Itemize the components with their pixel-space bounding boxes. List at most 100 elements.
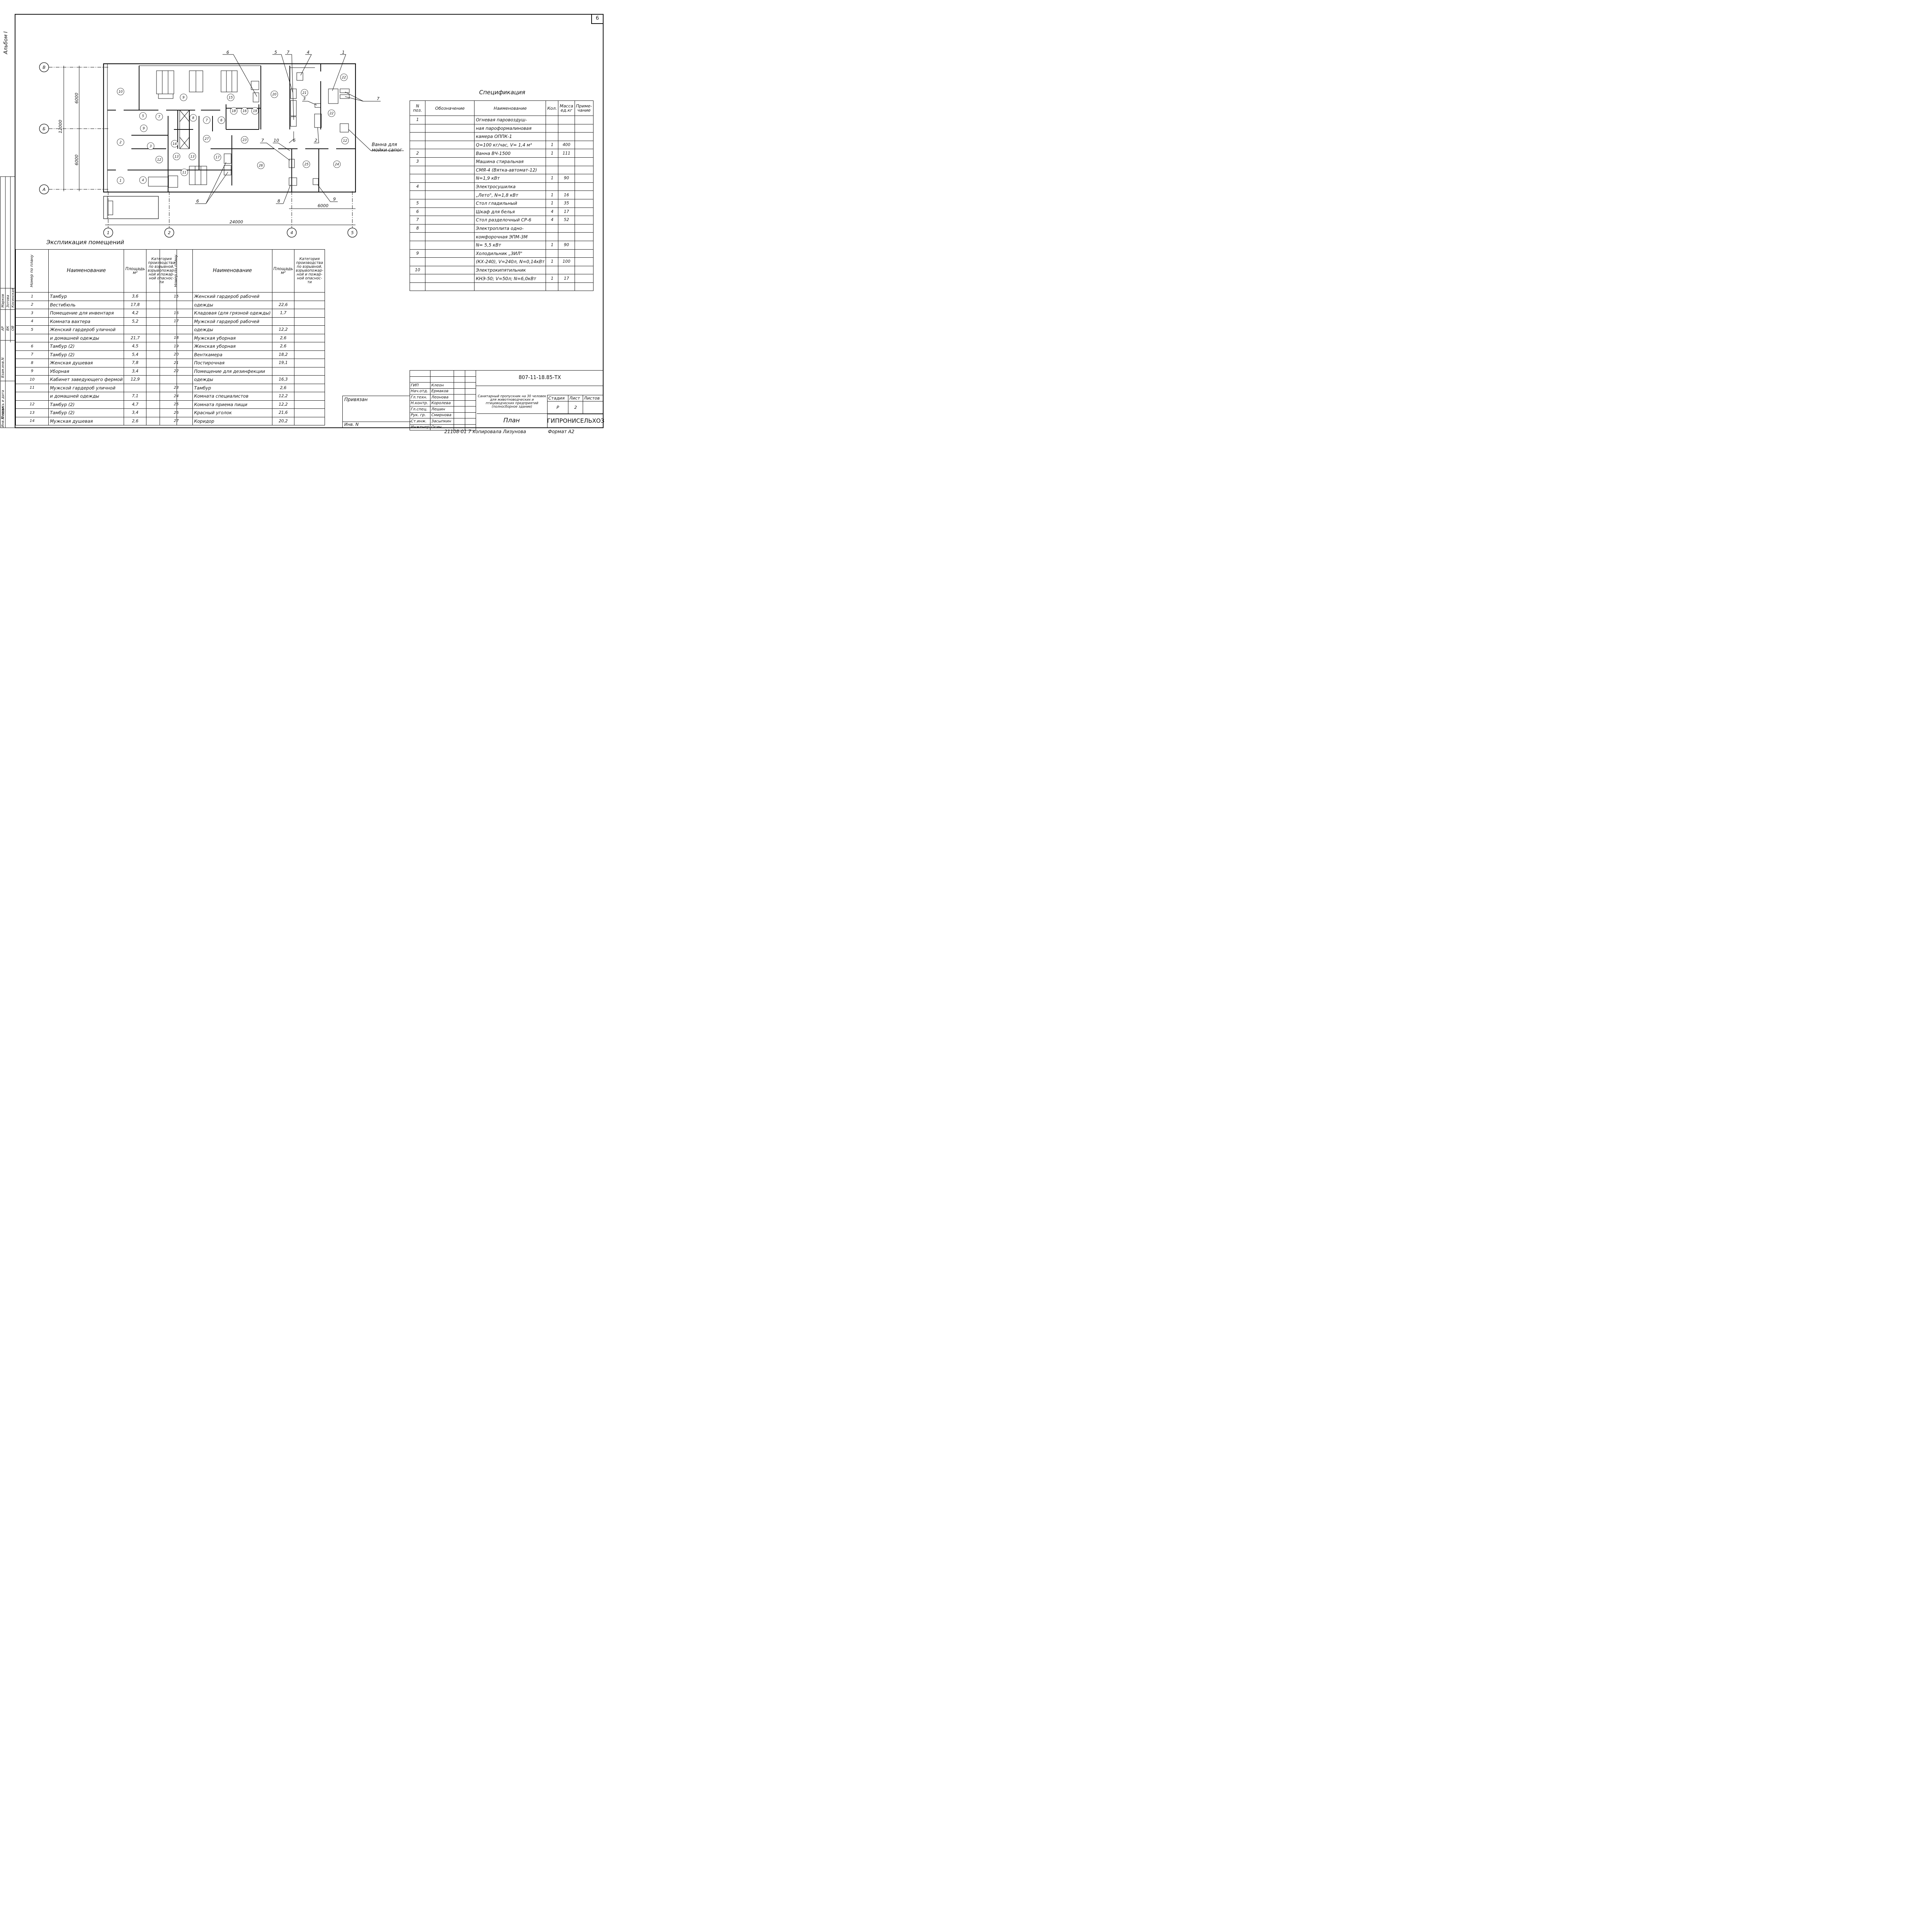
spec-qty bbox=[546, 124, 559, 133]
room-name: одежды bbox=[192, 325, 272, 334]
room-number: 21 bbox=[159, 359, 193, 367]
table-row: Ст.инж.Засыпкин bbox=[409, 418, 476, 425]
room-label: 1 bbox=[119, 179, 121, 183]
room-name: Женский гардероб рабочей bbox=[192, 292, 272, 301]
person-name: Леонова bbox=[430, 394, 454, 401]
room-number: 24 bbox=[159, 392, 193, 401]
room-area: 21,6 bbox=[272, 408, 295, 417]
stamp-label: Инв.N подл. bbox=[1, 405, 5, 427]
spec-name: ная пароформалиновая bbox=[474, 124, 546, 133]
room-label: 6 bbox=[220, 119, 223, 122]
spec-designation bbox=[425, 240, 475, 250]
spec-designation bbox=[425, 216, 475, 224]
spec-designation bbox=[425, 265, 475, 275]
spec-qty: 1 bbox=[546, 174, 559, 183]
room-area: 12,2 bbox=[272, 392, 295, 401]
spec-qty bbox=[546, 165, 559, 175]
spec-name: (КХ-240), V=240л, N=0,14кВт bbox=[474, 257, 546, 266]
spec-pos: 8 bbox=[409, 224, 426, 233]
spec-mass: 16 bbox=[558, 190, 575, 199]
date-cell bbox=[464, 382, 476, 389]
room-number: 19 bbox=[159, 342, 193, 351]
spec-name: Холодильник „ЗИЛ" bbox=[474, 249, 546, 258]
room-category bbox=[294, 400, 325, 409]
table-row: ная пароформалиновая bbox=[409, 124, 594, 133]
room-label: 13 bbox=[175, 155, 179, 159]
bound-label: Привязан bbox=[344, 397, 368, 402]
spec-designation bbox=[425, 257, 475, 266]
col-header-area: Площадь м² bbox=[272, 249, 295, 293]
spec-pos: 6 bbox=[409, 207, 426, 216]
room-label: 27 bbox=[205, 137, 209, 141]
room-number: 23 bbox=[159, 383, 193, 392]
room-name: Комната специалистов bbox=[192, 392, 272, 401]
room-name: Тамбур bbox=[48, 292, 124, 301]
room-name: Мужской гардероб рабочей bbox=[192, 317, 272, 326]
room-label: 12 bbox=[343, 139, 347, 143]
spec-note bbox=[574, 274, 594, 283]
col-header-area: Площадь м² bbox=[124, 249, 147, 293]
blank-cell bbox=[464, 376, 476, 383]
stage-label: Стадия bbox=[547, 395, 569, 401]
room-number: 26 bbox=[159, 408, 193, 417]
table-row: комфорочная ЭПМ-3М bbox=[409, 232, 594, 241]
blank-cell bbox=[409, 376, 431, 383]
room-area: 17,8 bbox=[124, 300, 147, 309]
room-number: 1 bbox=[15, 292, 49, 301]
spec-qty bbox=[546, 224, 559, 233]
room-number: 17 bbox=[159, 317, 193, 326]
signature-cell bbox=[454, 412, 465, 418]
room-number: 20 bbox=[159, 350, 193, 359]
approval-dept: АР bbox=[1, 326, 5, 331]
callout: 8 bbox=[277, 199, 280, 204]
room-label: 18 bbox=[232, 109, 236, 113]
room-number bbox=[159, 325, 193, 334]
dimension: 6000 bbox=[318, 203, 328, 208]
dimension: 6000 bbox=[74, 155, 79, 165]
person-role: Рук. гр. bbox=[409, 412, 431, 418]
room-name: и домашней одежды bbox=[48, 333, 124, 342]
approval-dept: ОВ bbox=[11, 326, 15, 331]
room-area: 12,2 bbox=[272, 400, 295, 409]
spec-note bbox=[574, 140, 594, 150]
spec-note bbox=[574, 199, 594, 208]
spec-qty: 1 bbox=[546, 140, 559, 150]
explication-table-left: Номер по плану Наименование Площадь м² К… bbox=[15, 249, 177, 425]
spec-note bbox=[574, 124, 594, 133]
room-name: Помещение для инвентаря bbox=[48, 309, 124, 318]
room-number: 13 bbox=[15, 408, 49, 417]
spec-qty: 4 bbox=[546, 216, 559, 224]
date-cell bbox=[464, 406, 476, 413]
room-label: 16 bbox=[243, 109, 247, 113]
room-name: Мужская душевая bbox=[48, 417, 124, 425]
spec-note bbox=[574, 207, 594, 216]
date-cell bbox=[464, 412, 476, 418]
room-name: и домашней одежды bbox=[48, 392, 124, 401]
date-cell bbox=[464, 418, 476, 425]
col-header-pos: N поз. bbox=[409, 100, 426, 116]
spec-note bbox=[574, 257, 594, 266]
axis-label: 1 bbox=[107, 230, 110, 235]
room-name: Комната вахтера bbox=[48, 317, 124, 326]
callout: 7 bbox=[287, 50, 289, 55]
spec-designation bbox=[425, 132, 475, 141]
room-area bbox=[272, 317, 295, 326]
spec-note bbox=[574, 157, 594, 166]
spec-qty: 1 bbox=[546, 199, 559, 208]
spec-designation bbox=[425, 249, 475, 258]
blank-cell bbox=[430, 376, 454, 383]
spec-mass: 111 bbox=[558, 149, 575, 158]
callout: 5 bbox=[274, 50, 277, 55]
spec-qty: 1 bbox=[546, 149, 559, 158]
